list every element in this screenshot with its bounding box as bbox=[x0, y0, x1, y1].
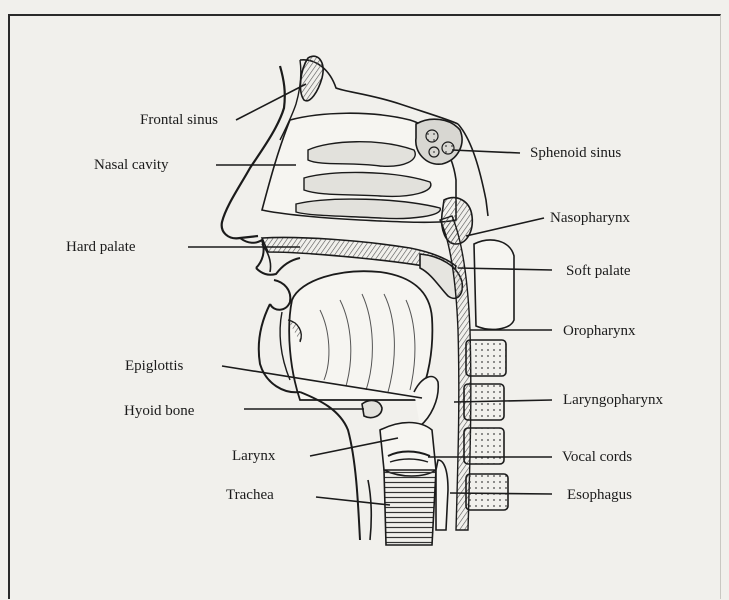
esophagus-shape bbox=[436, 460, 448, 530]
sphenoid-sinus-shape bbox=[416, 119, 462, 164]
upper-lip bbox=[256, 258, 300, 275]
label-hard-palate: Hard palate bbox=[66, 238, 136, 256]
label-epiglottis: Epiglottis bbox=[125, 357, 183, 375]
leader-nasopharynx bbox=[466, 218, 544, 236]
label-laryngopharynx: Laryngopharynx bbox=[563, 391, 663, 409]
label-nasopharynx: Nasopharynx bbox=[550, 209, 630, 227]
label-vocal-cords: Vocal cords bbox=[562, 448, 632, 466]
vertebra-atlas bbox=[474, 240, 514, 329]
label-sphenoid-sinus: Sphenoid sinus bbox=[530, 144, 621, 162]
label-soft-palate: Soft palate bbox=[566, 262, 631, 280]
vertebra-1 bbox=[466, 340, 506, 376]
leader-sphenoid-sinus bbox=[452, 150, 520, 153]
label-oropharynx: Oropharynx bbox=[563, 322, 635, 340]
lower-lip bbox=[270, 280, 290, 310]
vertebra-3 bbox=[464, 428, 504, 464]
frontal-sinus-shape bbox=[301, 56, 324, 101]
label-larynx: Larynx bbox=[232, 447, 275, 465]
leader-trachea bbox=[316, 497, 390, 505]
leader-frontal-sinus bbox=[236, 84, 306, 120]
label-esophagus: Esophagus bbox=[567, 486, 632, 504]
nasal-turbinate-upper bbox=[308, 142, 415, 167]
larynx-shape bbox=[380, 423, 436, 477]
trachea-shape bbox=[384, 470, 436, 545]
label-hyoid-bone: Hyoid bone bbox=[124, 402, 194, 420]
nose-outline bbox=[240, 238, 264, 268]
leader-esophagus bbox=[450, 493, 552, 494]
hyoid-bone-shape bbox=[362, 401, 382, 418]
leader-soft-palate bbox=[458, 268, 552, 270]
neck-front bbox=[300, 392, 360, 540]
label-trachea: Trachea bbox=[226, 486, 274, 504]
vertebra-4 bbox=[466, 474, 508, 510]
label-nasal-cavity: Nasal cavity bbox=[94, 156, 169, 174]
label-frontal-sinus: Frontal sinus bbox=[140, 111, 218, 129]
